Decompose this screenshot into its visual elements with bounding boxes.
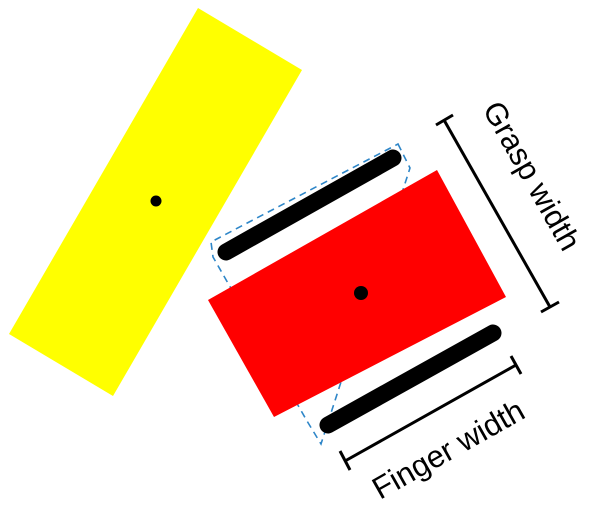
- yellow-center-dot: [150, 195, 162, 207]
- grasp-dashed-outline: [210, 142, 411, 446]
- grasp-width-dimension: [435, 113, 560, 314]
- top-finger: [217, 149, 402, 261]
- finger-width-label: Finger width: [366, 392, 530, 506]
- bottom-finger: [319, 324, 502, 434]
- red-center-dot: [354, 286, 368, 300]
- grasp-width-label: Grasp width: [476, 95, 588, 256]
- finger-width-dimension: [338, 355, 523, 471]
